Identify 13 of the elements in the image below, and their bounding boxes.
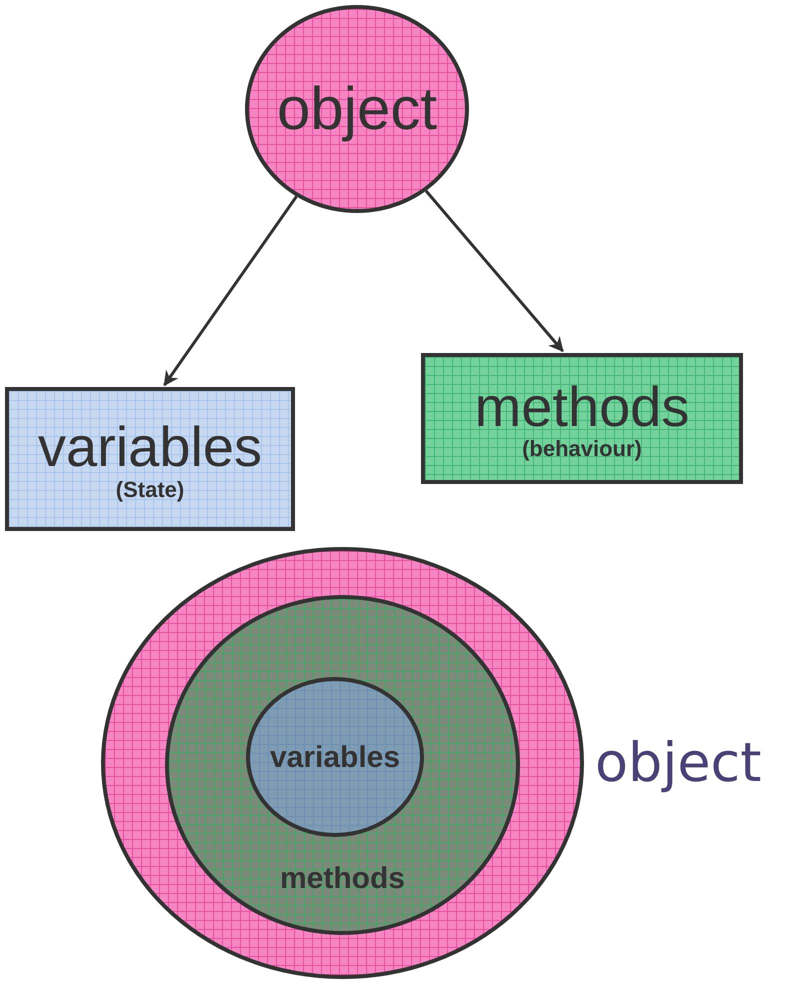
node-label: variables bbox=[38, 416, 262, 478]
rectangle-node bbox=[5, 387, 295, 531]
rectangle-node bbox=[421, 353, 743, 484]
node-sublabel: (behaviour) bbox=[522, 437, 642, 462]
ellipse-node bbox=[165, 595, 520, 935]
node-label: methods bbox=[474, 376, 690, 438]
node-label: object bbox=[276, 76, 438, 142]
ellipse-node bbox=[246, 677, 424, 837]
arrow bbox=[163, 196, 298, 386]
ellipse-caption: object bbox=[595, 731, 762, 794]
node-sublabel: (State) bbox=[116, 478, 184, 502]
node-label: variables bbox=[270, 740, 400, 774]
arrow bbox=[424, 190, 564, 352]
